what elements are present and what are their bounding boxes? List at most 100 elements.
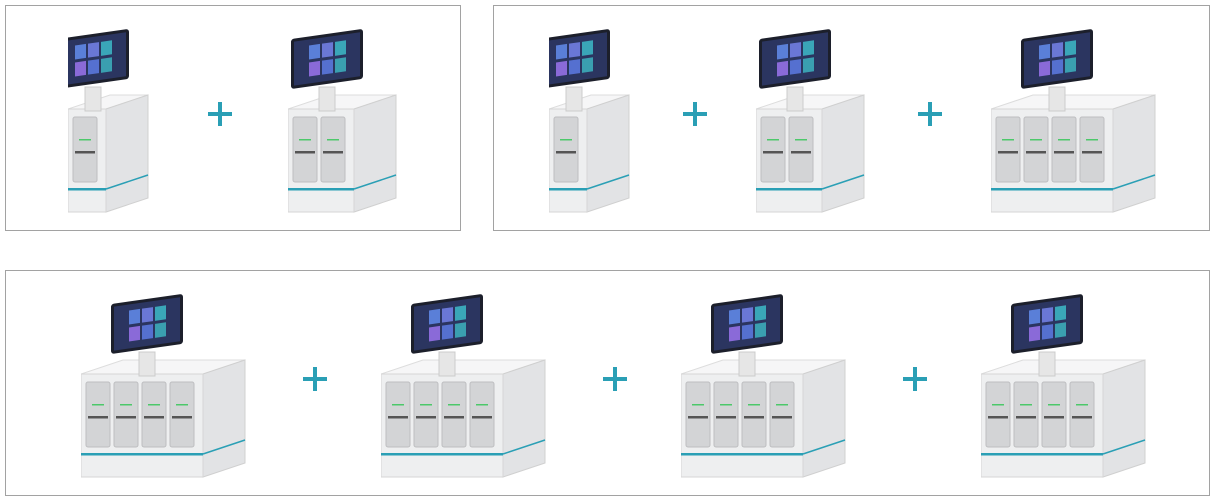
instrument-4-module bbox=[981, 293, 1146, 478]
instrument-side bbox=[202, 358, 246, 478]
instrument-side bbox=[586, 93, 630, 213]
tablet-screen bbox=[549, 28, 610, 89]
app-tile bbox=[777, 43, 788, 59]
status-indicator bbox=[748, 403, 760, 405]
drawer-module bbox=[292, 116, 318, 182]
drawer-module bbox=[141, 381, 167, 447]
app-tile bbox=[429, 325, 440, 341]
drawer-module bbox=[985, 381, 1011, 447]
drawer-slot bbox=[1016, 415, 1036, 418]
plus-icon bbox=[208, 102, 232, 126]
app-tile bbox=[803, 56, 814, 73]
instrument-4-module bbox=[681, 293, 846, 478]
drawer-slot bbox=[988, 415, 1008, 418]
app-tile bbox=[142, 306, 153, 323]
status-indicator bbox=[327, 138, 339, 140]
drawer-module bbox=[1023, 116, 1049, 182]
drawer-slot bbox=[472, 415, 492, 418]
accent-light-strip bbox=[381, 452, 503, 455]
tablet-stand bbox=[438, 351, 456, 376]
app-tile bbox=[1029, 325, 1040, 341]
status-indicator bbox=[692, 403, 704, 405]
app-tile bbox=[1039, 43, 1050, 59]
configuration-panel-3 bbox=[5, 270, 1210, 496]
drawer-module bbox=[469, 381, 495, 447]
status-indicator bbox=[1048, 403, 1060, 405]
status-indicator bbox=[1058, 138, 1070, 140]
app-tile bbox=[1039, 60, 1050, 76]
drawer-module bbox=[713, 381, 739, 447]
app-tile bbox=[1029, 308, 1040, 324]
app-tile bbox=[309, 60, 320, 76]
drawer-slot bbox=[1044, 415, 1064, 418]
drawer-slot bbox=[556, 150, 576, 153]
app-tile bbox=[455, 321, 466, 338]
status-indicator bbox=[299, 138, 311, 140]
drawer-module bbox=[1069, 381, 1095, 447]
accent-light-strip bbox=[681, 452, 803, 455]
tablet-display bbox=[414, 296, 480, 351]
app-tile bbox=[75, 43, 86, 59]
drawer-module bbox=[741, 381, 767, 447]
drawer-module bbox=[685, 381, 711, 447]
drawer-slot bbox=[388, 415, 408, 418]
app-tile bbox=[790, 41, 801, 58]
accent-light-strip bbox=[288, 187, 354, 190]
instrument-1-module bbox=[549, 28, 630, 213]
instrument-side bbox=[105, 93, 149, 213]
tablet-stand bbox=[738, 351, 756, 376]
drawer-slot bbox=[75, 150, 95, 153]
drawer-slot bbox=[144, 415, 164, 418]
accent-light-strip bbox=[68, 187, 106, 190]
accent-light-strip bbox=[981, 452, 1103, 455]
drawer-slot bbox=[416, 415, 436, 418]
accent-light-strip-side bbox=[502, 438, 546, 455]
app-tile bbox=[790, 58, 801, 75]
drawer-module bbox=[385, 381, 411, 447]
status-indicator bbox=[1002, 138, 1014, 140]
app-tile bbox=[1042, 323, 1053, 340]
drawer-module bbox=[169, 381, 195, 447]
drawer-slot bbox=[88, 415, 108, 418]
tablet-screen bbox=[759, 28, 831, 89]
app-tile bbox=[101, 56, 112, 73]
plus-icon bbox=[603, 367, 627, 391]
app-tile bbox=[455, 304, 466, 321]
drawer-module bbox=[1013, 381, 1039, 447]
drawer-module bbox=[85, 381, 111, 447]
app-tile bbox=[582, 39, 593, 56]
tablet-screen bbox=[411, 293, 483, 354]
tablet-screen bbox=[111, 293, 183, 354]
app-tile bbox=[1055, 304, 1066, 321]
instrument-side bbox=[502, 358, 546, 478]
app-tile bbox=[129, 308, 140, 324]
status-indicator bbox=[148, 403, 160, 405]
app-tile bbox=[101, 39, 112, 56]
app-tile bbox=[142, 323, 153, 340]
drawer-module bbox=[1051, 116, 1077, 182]
tablet-display bbox=[114, 296, 180, 351]
drawer-slot bbox=[116, 415, 136, 418]
drawer-slot bbox=[1082, 150, 1102, 153]
app-tile bbox=[1065, 39, 1076, 56]
app-tile bbox=[322, 41, 333, 58]
drawer-slot bbox=[744, 415, 764, 418]
drawer-slot bbox=[323, 150, 343, 153]
app-tile bbox=[582, 56, 593, 73]
app-tile bbox=[777, 60, 788, 76]
tablet-screen bbox=[291, 28, 363, 89]
app-tile bbox=[322, 58, 333, 75]
instrument-side bbox=[1102, 358, 1146, 478]
tablet-display bbox=[294, 31, 360, 86]
tablet-stand bbox=[786, 86, 804, 111]
status-indicator bbox=[92, 403, 104, 405]
plus-icon bbox=[303, 367, 327, 391]
app-tile bbox=[442, 323, 453, 340]
accent-light-strip bbox=[549, 187, 587, 190]
status-indicator bbox=[1086, 138, 1098, 140]
plus-icon bbox=[917, 102, 942, 126]
app-tile bbox=[556, 43, 567, 59]
app-tile bbox=[755, 304, 766, 321]
drawer-slot bbox=[763, 150, 783, 153]
tablet-screen bbox=[1011, 293, 1083, 354]
